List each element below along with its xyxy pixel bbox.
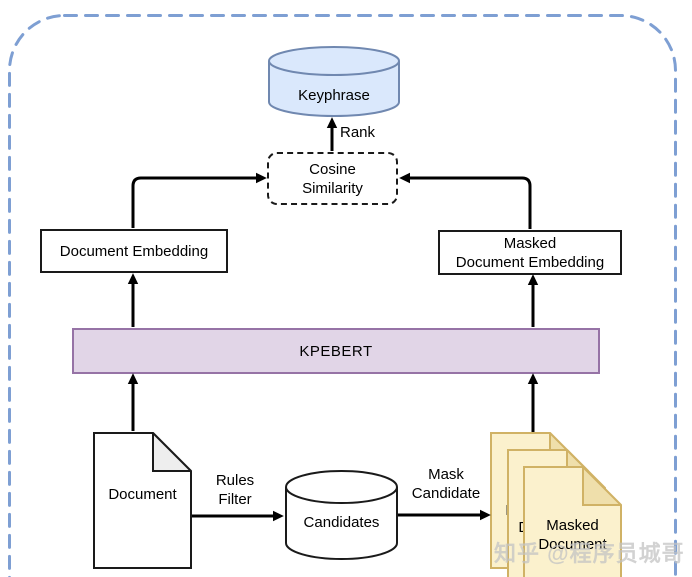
- document-page-shape: [93, 432, 192, 569]
- cylinder-shape: [285, 470, 398, 560]
- page-fold-corner: [582, 466, 622, 506]
- cylinder-body: [285, 470, 398, 560]
- document-node: Document: [93, 432, 192, 569]
- kpebert-label: KPEBERT: [299, 342, 373, 360]
- cylinder-shape: [268, 46, 400, 117]
- dashed-border-rect: [8, 14, 677, 577]
- masked-document-page-front: Masked Document: [523, 466, 622, 577]
- keyphrase-datastore: Keyphrase: [268, 46, 400, 117]
- masked-document-embedding-node: Masked Document Embedding: [438, 230, 622, 275]
- mask-candidate-edge-label: Mask Candidate: [411, 466, 481, 502]
- masked-document-label: Masked Document: [538, 517, 607, 553]
- kpebert-node: KPEBERT: [72, 328, 600, 374]
- page-fold-corner: [152, 432, 192, 472]
- cosine-similarity-node: Cosine Similarity: [267, 152, 398, 205]
- cylinder-body: [268, 46, 400, 117]
- document-embedding-node: Document Embedding: [40, 229, 228, 273]
- rules-filter-edge-label: Rules Filter: [215, 472, 255, 508]
- cylinder-top-curve: [285, 486, 398, 505]
- document-page-shape: [523, 466, 622, 577]
- candidates-datastore: Candidates: [285, 470, 398, 560]
- document-embedding-label: Document Embedding: [59, 242, 209, 260]
- cosine-similarity-label: Cosine Similarity: [302, 160, 363, 197]
- keyphrase-label: Keyphrase: [298, 87, 370, 104]
- masked-document-embedding-label: Masked Document Embedding: [455, 234, 605, 271]
- cylinder-top-curve: [268, 60, 400, 77]
- rank-edge-label: Rank: [340, 124, 376, 141]
- watermark-text: 知乎 @程序员城哥: [494, 541, 685, 566]
- document-label: Document: [108, 486, 177, 503]
- candidates-label: Candidates: [303, 514, 380, 531]
